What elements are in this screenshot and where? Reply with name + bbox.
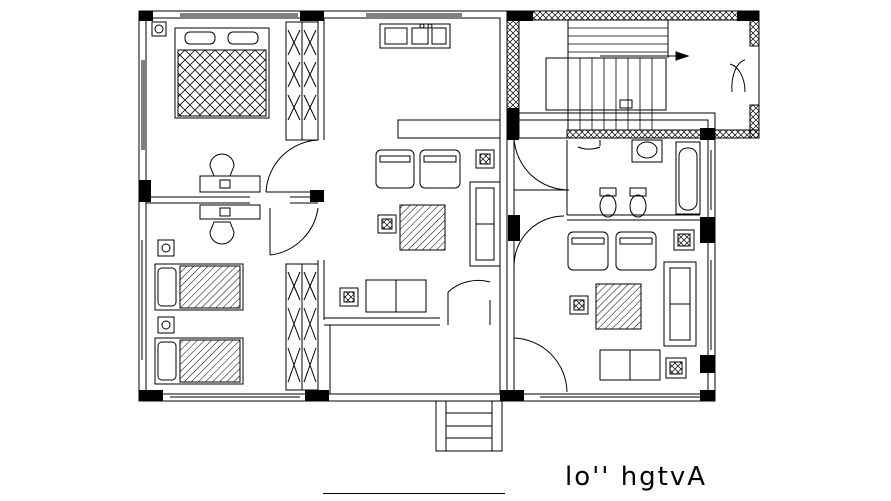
sofa-1 bbox=[469, 181, 501, 267]
nightstands bbox=[157, 239, 175, 334]
doors bbox=[265, 59, 746, 393]
sofa-2 bbox=[663, 261, 697, 347]
windows bbox=[141, 13, 712, 398]
dining-table-2 bbox=[569, 283, 642, 330]
bathtub bbox=[675, 141, 701, 215]
plan-caption: lo'' hgtvA bbox=[565, 462, 708, 492]
toilets bbox=[599, 187, 647, 218]
desk-chair-2 bbox=[199, 204, 261, 245]
caption-underline bbox=[323, 493, 505, 494]
main-stair bbox=[545, 20, 690, 130]
nightstand-icon bbox=[151, 21, 167, 37]
washbasin bbox=[631, 139, 663, 163]
single-bed-2 bbox=[154, 337, 244, 385]
side-table-2 bbox=[673, 229, 695, 251]
loveseat-2 bbox=[599, 349, 687, 381]
desk-chair-1 bbox=[199, 153, 261, 193]
double-bed bbox=[174, 27, 270, 119]
armchairs-1 bbox=[375, 149, 461, 189]
entry-steps bbox=[435, 400, 503, 452]
single-bed-1 bbox=[154, 263, 244, 311]
wardrobe-2 bbox=[285, 263, 319, 391]
armchairs-2 bbox=[567, 231, 657, 271]
dining-table-1 bbox=[377, 204, 446, 251]
loveseat-1 bbox=[339, 279, 427, 313]
kitchen-sink-1 bbox=[379, 23, 451, 49]
counter-1 bbox=[397, 119, 501, 139]
wardrobe-1 bbox=[285, 21, 319, 141]
side-table-1 bbox=[475, 149, 495, 169]
hatched-walls bbox=[506, 10, 760, 139]
